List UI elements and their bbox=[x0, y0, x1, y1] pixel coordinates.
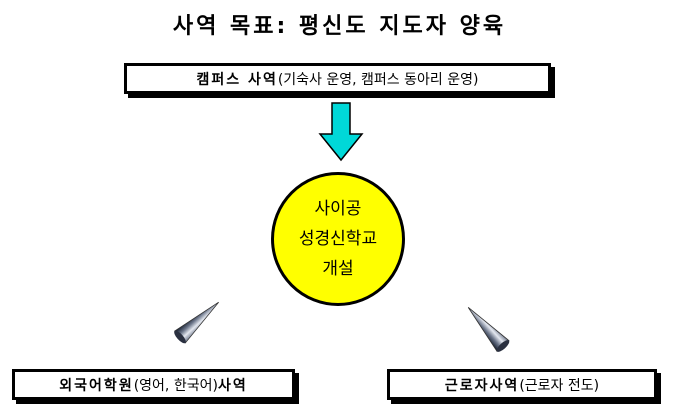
down-arrow bbox=[318, 102, 364, 162]
diagram-title: 사역 목표: 평신도 지도자 양육 bbox=[172, 14, 507, 39]
worker-ministry-box: 근로자사역 (근로자 전도) bbox=[387, 369, 657, 400]
seminary-line-3: 개설 bbox=[322, 259, 354, 279]
left-cone-arrow bbox=[174, 301, 219, 344]
worker-ministry-detail: (근로자 전도) bbox=[519, 377, 600, 394]
campus-ministry-detail: (기숙사 운영, 캠퍼스 동아리 운영) bbox=[277, 71, 479, 88]
seminary-line-2: 성경신학교 bbox=[298, 229, 378, 249]
right-cone-arrow bbox=[467, 307, 510, 352]
language-school-label: 외국어학원 bbox=[59, 377, 134, 394]
language-school-box: 외국어학원 (영어, 한국어) 사역 bbox=[12, 369, 295, 400]
worker-ministry-label: 근로자사역 bbox=[444, 377, 520, 394]
seminary-line-1: 사이공 bbox=[314, 199, 362, 219]
campus-ministry-box: 캠퍼스 사역 (기숙사 운영, 캠퍼스 동아리 운영) bbox=[124, 63, 551, 94]
language-school-suffix: 사역 bbox=[217, 377, 248, 394]
language-school-detail: (영어, 한국어) bbox=[133, 377, 218, 394]
seminary-circle: 사이공 성경신학교 개설 bbox=[271, 172, 405, 306]
campus-ministry-label: 캠퍼스 사역 bbox=[196, 71, 278, 88]
